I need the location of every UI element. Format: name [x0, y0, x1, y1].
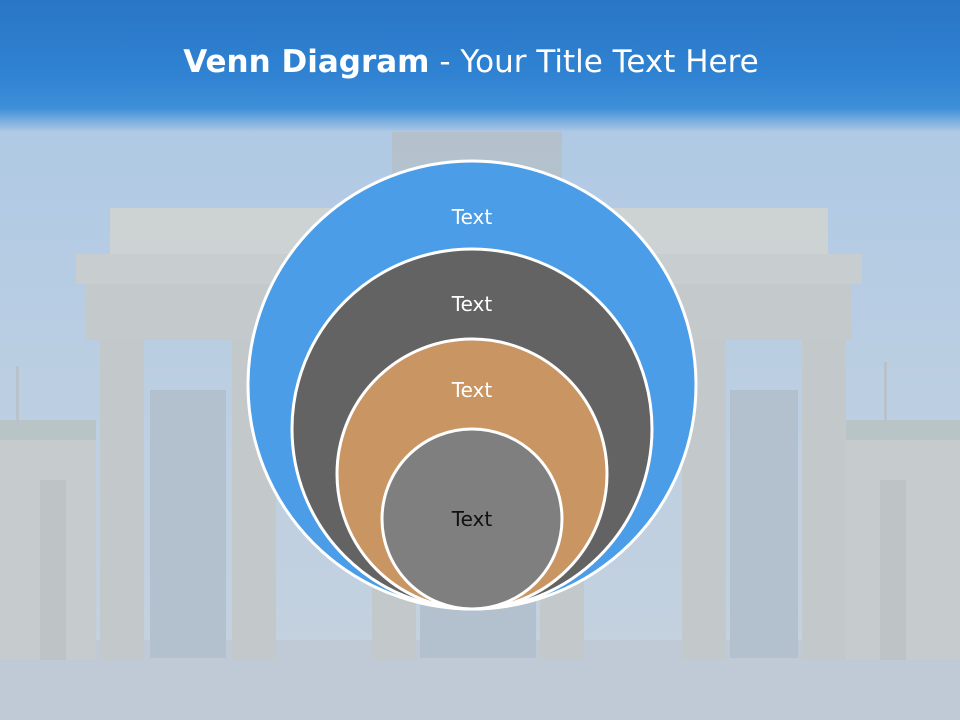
venn-label-2: Text — [451, 292, 493, 316]
slide-title: Venn Diagram - Your Title Text Here — [0, 40, 942, 84]
venn-circle-4 — [380, 427, 564, 611]
title-rest: - Your Title Text Here — [429, 44, 759, 80]
title-bold: Venn Diagram — [183, 44, 430, 80]
venn-label-1: Text — [451, 205, 493, 229]
venn-label-3: Text — [451, 378, 493, 402]
venn-label-4: Text — [451, 507, 493, 531]
title-band — [0, 0, 960, 132]
